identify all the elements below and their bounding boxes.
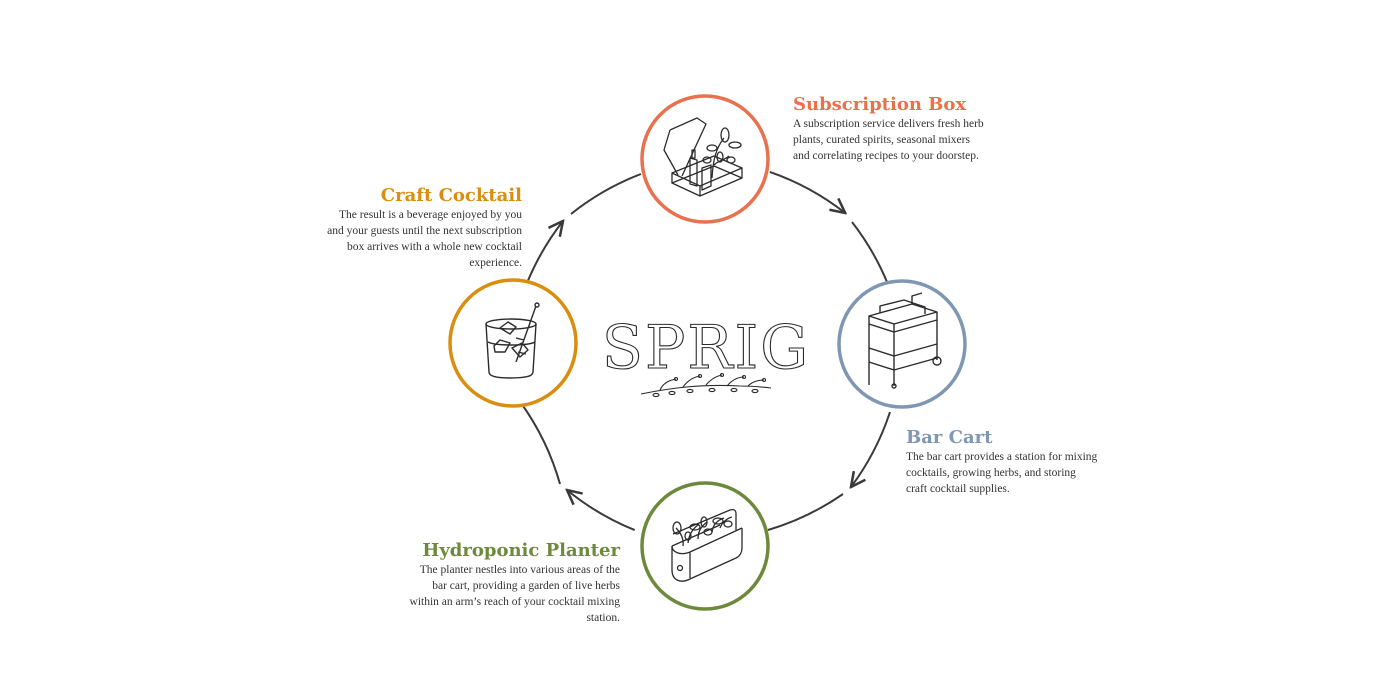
node-cocktail — [448, 278, 578, 408]
arc-cocktail-bottom-segment — [520, 402, 561, 485]
subscription-title: Subscription Box — [793, 94, 967, 115]
arc-subscription-left-segment — [570, 173, 642, 215]
arc-planter-to-cocktail — [567, 490, 636, 532]
arc-planter-right-segment — [767, 493, 844, 531]
subscription-description: A subscription service delivers fresh he… — [793, 118, 984, 162]
planter-description: The planter nestles into various areas o… — [409, 564, 620, 624]
planter-circle — [640, 481, 770, 611]
arc-barcart-top-segment — [851, 221, 888, 283]
cocktail-glass-icon — [485, 302, 540, 379]
sprig-branch-icon — [640, 372, 772, 398]
cocktail-title: Craft Cocktail — [380, 185, 522, 206]
cycle-arcs — [520, 170, 891, 532]
arc-cocktail-to-subscription — [526, 221, 563, 284]
cocktail-circle — [448, 278, 578, 408]
planter-title: Hydroponic Planter — [422, 540, 620, 561]
bar-cart-description: The bar cart provides a station for mixi… — [906, 451, 1098, 495]
node-bar-cart — [837, 279, 967, 409]
arc-barcart-to-planter — [851, 411, 891, 487]
node-planter — [640, 481, 770, 611]
arc-subscription-to-barcart — [769, 170, 845, 213]
bar-cart-title: Bar Cart — [906, 427, 993, 448]
hydroponic-planter-icon — [671, 508, 743, 582]
bar-cart-icon — [868, 292, 942, 389]
node-subscription — [640, 94, 770, 224]
brand-name: SPRIG — [602, 313, 810, 383]
sprig-logo: SPRIG — [601, 312, 810, 398]
cocktail-description: The result is a beverage enjoyed by you … — [327, 209, 522, 269]
subscription-box-icon — [663, 117, 743, 197]
